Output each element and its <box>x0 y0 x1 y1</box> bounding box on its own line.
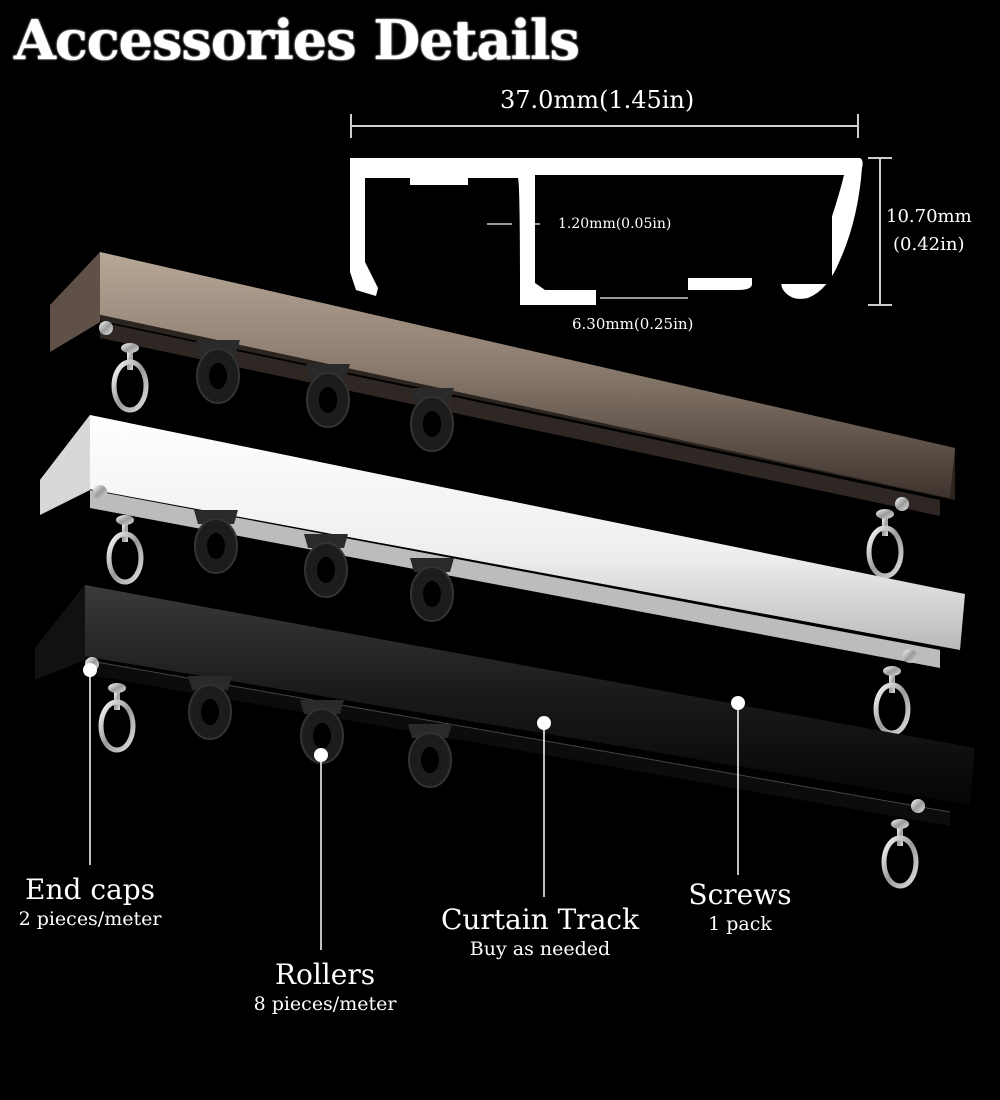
callout-screws <box>731 696 745 875</box>
label-sub: 2 pieces/meter <box>18 908 162 930</box>
callout-rollers <box>314 748 328 950</box>
height-dimension-mm: 10.70mm <box>886 206 972 227</box>
width-dimension-label: 37.0mm(1.45in) <box>500 86 695 114</box>
thickness-dimension-label: 1.20mm(0.05in) <box>558 216 672 232</box>
width-dimension-line <box>350 114 859 138</box>
height-dimension-in: (0.42in) <box>893 234 965 255</box>
callout-end-caps <box>83 663 97 865</box>
callout-curtain-track <box>537 716 551 897</box>
profile-channel <box>540 180 832 284</box>
label-end-caps: End caps 2 pieces/meter <box>0 873 180 931</box>
page-title: Accessories Details <box>13 7 582 74</box>
label-sub: 1 pack <box>708 913 772 935</box>
label-sub: Buy as needed <box>469 938 611 960</box>
track-profile-cross-section <box>350 158 863 305</box>
label-sub: 8 pieces/meter <box>253 993 397 1015</box>
gap-dimension-label: 6.30mm(0.25in) <box>572 315 694 333</box>
bronze-track <box>50 252 955 576</box>
label-name: Screws <box>688 878 792 911</box>
black-track <box>35 585 975 886</box>
label-curtain-track: Curtain Track Buy as needed <box>430 903 650 961</box>
height-dimension-line <box>868 157 892 306</box>
label-screws: Screws 1 pack <box>660 878 820 936</box>
label-rollers: Rollers 8 pieces/meter <box>235 958 415 1016</box>
white-track <box>40 415 965 733</box>
label-name: End caps <box>25 873 155 906</box>
label-name: Rollers <box>274 958 376 991</box>
label-name: Curtain Track <box>440 903 640 936</box>
